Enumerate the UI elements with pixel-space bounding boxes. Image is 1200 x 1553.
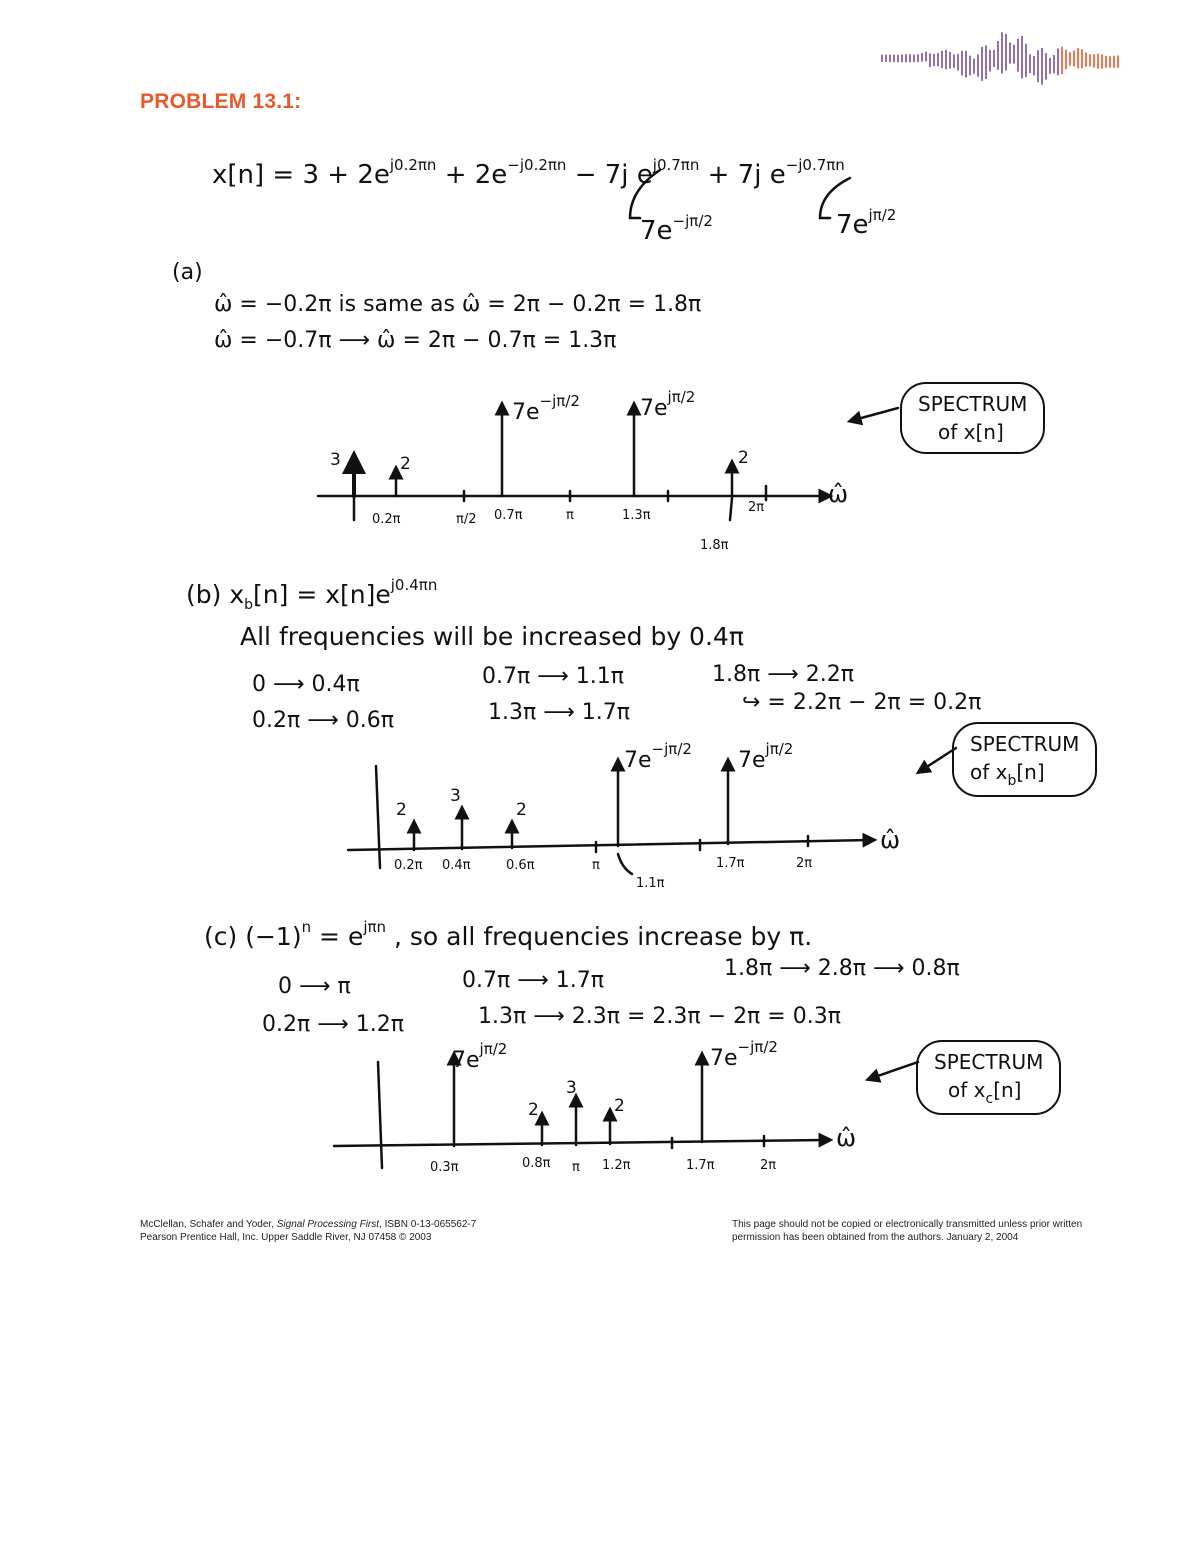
tick-label: 0.6π: [506, 858, 535, 873]
amp-label: 2: [516, 800, 527, 820]
part-b-map: 0.7π ⟶ 1.1π: [482, 664, 624, 689]
tick-label: π: [592, 858, 600, 873]
omega-axis-label: ω̂: [828, 480, 849, 508]
phasor-note-2: 7ejπ/2: [836, 206, 897, 240]
eq-term-2: + 2e: [436, 160, 508, 190]
spectrum-callout-c: SPECTRUM of xc[n]: [916, 1040, 1062, 1115]
part-b-map: 0 ⟶ 0.4π: [252, 672, 360, 697]
vertical-axis: [374, 764, 382, 870]
spectrum-callout-a: SPECTRUM of x[n]: [900, 382, 1046, 454]
label-pointer: [616, 852, 634, 876]
amp-label: 3: [450, 786, 461, 806]
amp-label: 2: [528, 1100, 539, 1120]
vertical-axis: [376, 1060, 384, 1170]
tick-label: π: [566, 508, 574, 523]
label-pointer: [728, 496, 734, 522]
amp-label: 2: [396, 800, 407, 820]
tick-label: 2π: [760, 1158, 777, 1173]
phasor-note-1: 7e−jπ/2: [640, 212, 713, 246]
tick-label: 1.7π: [686, 1158, 715, 1173]
tick-label: 2π: [748, 500, 765, 515]
problem-title: PROBLEM 13.1:: [140, 90, 302, 113]
part-c-map: 1.3π ⟶ 2.3π = 2.3π − 2π = 0.3π: [478, 1004, 841, 1029]
part-c-map: 0.2π ⟶ 1.2π: [262, 1012, 404, 1037]
tick-label: 0.2π: [372, 512, 401, 527]
footer-left: McClellan, Schafer and Yoder, Signal Pro…: [140, 1219, 477, 1243]
omega-axis-label: ω̂: [836, 1124, 857, 1152]
part-c-equation: (c) (−1)n = ejπn , so all frequencies in…: [204, 918, 813, 951]
footer-right: This page should not be copied or electr…: [732, 1219, 1083, 1243]
tick-label: 1.2π: [602, 1158, 631, 1173]
amp-label: 7ejπ/2: [452, 1040, 508, 1073]
tick-label: 1.3π: [622, 508, 651, 523]
tick-label: 0.4π: [442, 858, 471, 873]
amp-label: 2: [400, 454, 411, 474]
tick-label: 1.7π: [716, 856, 745, 871]
part-b-map: 1.8π ⟶ 2.2π: [712, 662, 854, 687]
amp-label: 3: [330, 450, 341, 470]
amp-label: 2: [738, 448, 749, 468]
tick-label: 0.2π: [394, 858, 423, 873]
part-b-equation: (b) xb[n] = x[n]ej0.4πn: [186, 576, 438, 613]
tick-label: 0.7π: [494, 508, 523, 523]
amp-label: 7ejπ/2: [738, 740, 794, 773]
tick-label: π/2: [456, 512, 477, 527]
eq-term-4-exp: −j0.7πn: [785, 156, 845, 174]
axis-c: [332, 1132, 834, 1148]
amp-label: 2: [614, 1096, 625, 1116]
callout-arrow: [864, 1060, 920, 1083]
part-b-map: ↪ = 2.2π − 2π = 0.2π: [742, 690, 982, 715]
part-a-label: (a): [172, 260, 203, 285]
part-a-line-2: ω̂ = −0.7π ⟶ ω̂ = 2π − 0.7π = 1.3π: [214, 328, 617, 353]
amp-label: 3: [566, 1078, 577, 1098]
part-b-map: 0.2π ⟶ 0.6π: [252, 708, 394, 733]
spectrum-callout-b: SPECTRUM of xb[n]: [952, 722, 1098, 797]
part-a-line-1: ω̂ = −0.2π is same as ω̂ = 2π − 0.2π = 1…: [214, 292, 702, 317]
amp-label: 7ejπ/2: [640, 388, 696, 421]
tick-label: 1.1π: [636, 876, 665, 891]
signal-equation: x[n] = 3 + 2ej0.2πn + 2e−j0.2πn − 7j ej0…: [212, 156, 845, 190]
part-c-map: 1.8π ⟶ 2.8π ⟶ 0.8π: [724, 956, 960, 981]
omega-axis-label: ω̂: [880, 826, 901, 854]
tick-label: π: [572, 1160, 580, 1175]
part-c-map: 0 ⟶ π: [278, 974, 351, 999]
eq-term-2-exp: −j0.2πn: [507, 156, 567, 174]
amp-label: 7e−jπ/2: [624, 740, 692, 773]
part-b-map: 1.3π ⟶ 1.7π: [488, 700, 630, 725]
callout-arrow: [846, 406, 900, 426]
amp-label: 7e−jπ/2: [710, 1038, 778, 1071]
eq-term-3: − 7j e: [566, 160, 653, 190]
eq-term-3-exp: j0.7πn: [652, 156, 700, 174]
callout-arrow: [915, 746, 958, 775]
axis-b: [346, 832, 878, 852]
eq-term-4: + 7j e: [699, 160, 786, 190]
eq-term-1-exp: j0.2πn: [389, 156, 437, 174]
tick-label: 1.8π: [700, 538, 729, 553]
tick-label: 0.8π: [522, 1156, 551, 1171]
part-c-map: 0.7π ⟶ 1.7π: [462, 968, 604, 993]
eq-term-1: 3 + 2e: [302, 160, 390, 190]
part-b-line-1: All frequencies will be increased by 0.4…: [240, 622, 744, 651]
tick-label: 0.3π: [430, 1160, 459, 1175]
equation-lhs: x[n] =: [212, 160, 303, 190]
tick-label: 2π: [796, 856, 813, 871]
amp-label: 7e−jπ/2: [512, 392, 580, 425]
